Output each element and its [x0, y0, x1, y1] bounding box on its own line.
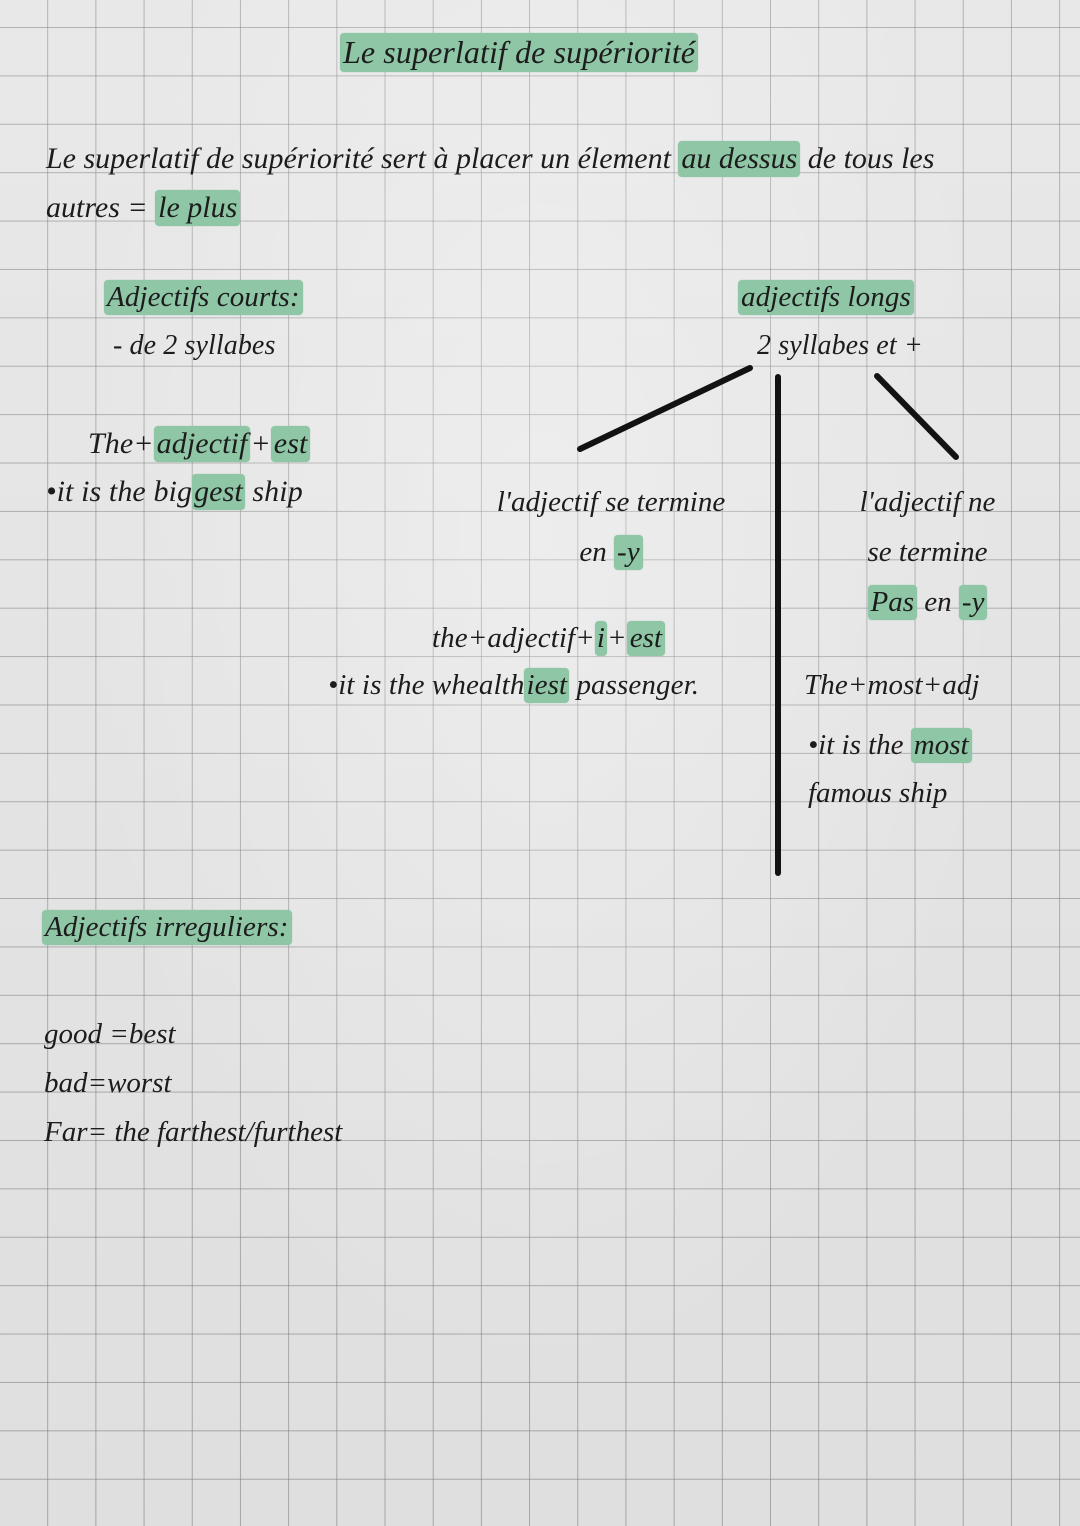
- list-item: bad=worst: [44, 1067, 172, 1099]
- y-formula-highlight-est: est: [626, 621, 666, 656]
- list-item: Far= the farthest/furthest: [44, 1116, 343, 1148]
- irregular-adjectives-list: good =best bad=worst Far= the farthest/f…: [44, 1010, 342, 1157]
- left-column-heading-text: Adjectifs courts:: [104, 280, 303, 315]
- page-title-text: Le superlatif de supériorité: [340, 33, 699, 72]
- right-condition-highlight-pas: Pas: [867, 585, 918, 620]
- right-condition-line1: l'adjectif ne: [859, 486, 996, 518]
- y-formula-prefix: the+adjectif+: [432, 622, 595, 654]
- middle-condition-highlight-y: -y: [614, 535, 643, 570]
- right-column-heading-text: adjectifs longs: [738, 280, 914, 315]
- most-example-highlight-most: most: [910, 728, 972, 763]
- short-formula-highlight-adjectif: adjectif: [153, 426, 251, 462]
- most-formula: The+most+adj: [804, 669, 980, 701]
- intro-text-part1: Le superlatif de supériorité sert à plac…: [46, 142, 679, 175]
- right-condition-line2: se termine: [867, 536, 988, 568]
- short-formula-prefix: The+: [88, 427, 154, 460]
- y-example-before: it is the whealth: [338, 669, 525, 701]
- short-formula-plus: +: [250, 427, 271, 460]
- irregular-adjectives-heading: Adjectifs irreguliers:: [42, 910, 292, 945]
- intro-highlight-au-dessus: au dessus: [678, 141, 801, 177]
- most-example: •it is the most famous ship: [808, 721, 1018, 817]
- short-adjective-formula: The+adjectif+est: [88, 426, 311, 462]
- middle-condition-line2: en -y: [466, 527, 756, 577]
- short-example-bullet: •: [46, 475, 57, 508]
- short-formula-highlight-est: est: [270, 426, 311, 462]
- y-formula-highlight-i: i: [594, 621, 608, 656]
- page-title: Le superlatif de supériorité: [340, 33, 699, 72]
- left-column-subheading: - de 2 syllabes: [113, 330, 276, 361]
- y-example-after: passenger.: [569, 669, 700, 701]
- short-example-after: ship: [244, 475, 303, 508]
- left-column-heading: Adjectifs courts:: [104, 280, 303, 315]
- most-example-after: famous ship: [808, 777, 948, 809]
- right-condition-line3-middle: en: [917, 586, 959, 618]
- most-example-before: it is the: [818, 729, 911, 761]
- list-item: good =best: [44, 1018, 176, 1050]
- intro-paragraph: Le superlatif de supériorité sert à plac…: [46, 134, 1006, 232]
- y-example-highlight-iest: iest: [524, 668, 570, 703]
- middle-condition-line1: l'adjectif se termine: [496, 486, 726, 518]
- short-example-before: it is the big: [56, 475, 193, 508]
- y-ending-formula: the+adjectif+i+est: [432, 621, 666, 656]
- irregular-adjectives-heading-text: Adjectifs irreguliers:: [42, 910, 292, 945]
- intro-text-part2: de tous les autres =: [46, 142, 935, 224]
- right-column-heading: adjectifs longs: [738, 280, 914, 315]
- short-example-highlight-gest: gest: [192, 474, 245, 510]
- short-adjective-example: •it is the biggest ship: [46, 474, 303, 510]
- right-column-subheading: 2 syllabes et +: [757, 330, 923, 361]
- middle-condition-line2-prefix: en: [579, 536, 615, 568]
- right-condition-highlight-y: -y: [958, 585, 988, 620]
- y-formula-plus: +: [607, 622, 627, 654]
- right-branch-condition: l'adjectif ne se termine Pas en -y: [830, 477, 1025, 627]
- y-example-bullet: •: [328, 669, 339, 701]
- right-condition-line3: Pas en -y: [830, 577, 1025, 627]
- middle-branch-condition: l'adjectif se termine en -y: [466, 477, 756, 577]
- intro-highlight-le-plus: le plus: [155, 190, 241, 226]
- y-ending-example: •it is the whealthiest passenger.: [328, 668, 700, 703]
- most-example-bullet: •: [808, 729, 819, 761]
